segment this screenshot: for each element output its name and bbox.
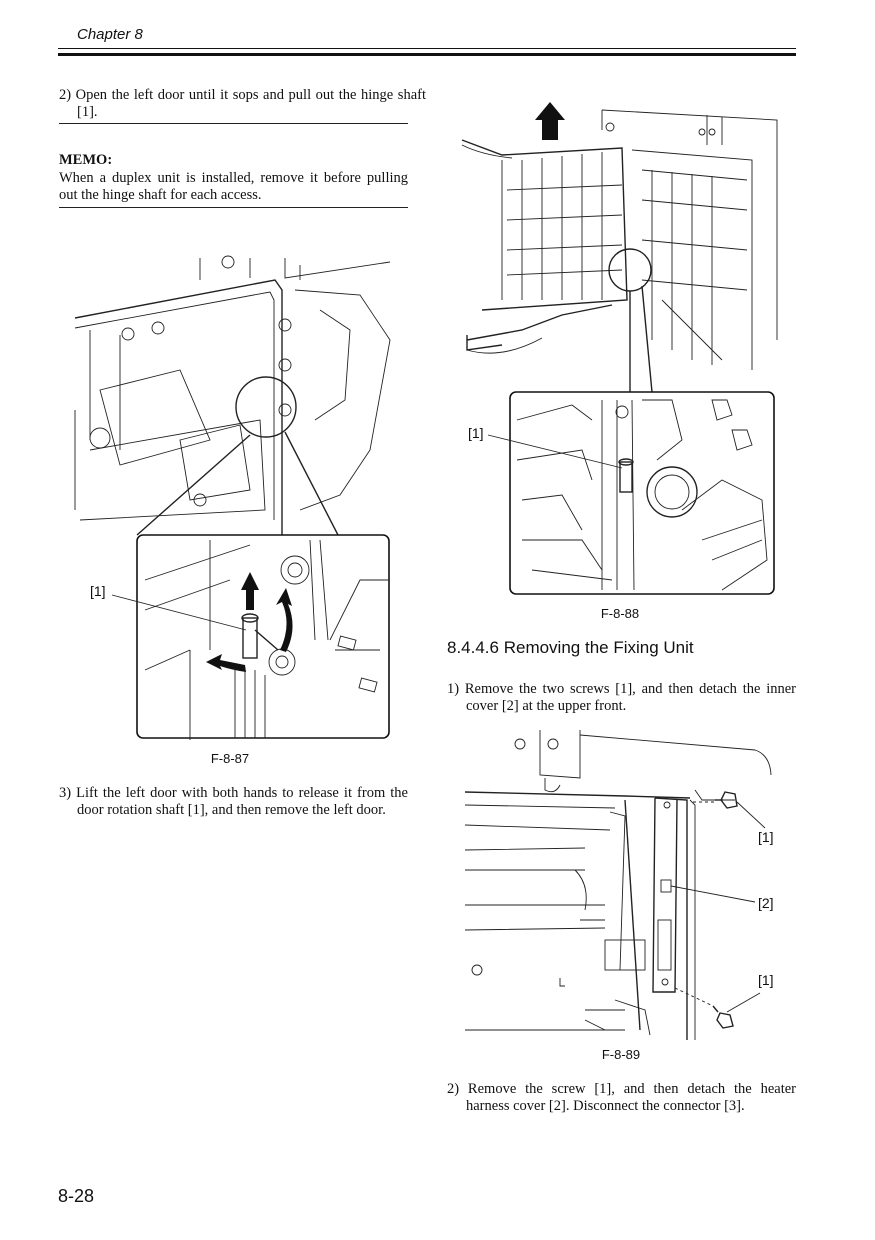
fig88-caption: F-8-88 (600, 606, 640, 621)
header-rule-thick (58, 53, 796, 56)
header-rule-thin (58, 48, 796, 49)
step-2-remove-harness-cover: 2) Remove the screw [1], and then detach… (447, 1081, 796, 1114)
chapter-header: Chapter 8 (77, 26, 143, 43)
step-3-remove-left-door: 3) Lift the left door with both hands to… (59, 785, 408, 818)
fig89-caption: F-8-89 (601, 1047, 641, 1062)
fig87-callout-1: [1] (90, 583, 106, 599)
step-divider (59, 123, 408, 124)
page-number: 8-28 (58, 1186, 95, 1206)
fig89-callout-1a: [1] (758, 829, 774, 845)
fig88-callout-1: [1] (468, 425, 484, 441)
memo-title: MEMO: (59, 152, 113, 168)
memo-text: When a duplex unit is installed, remove … (59, 170, 408, 203)
figure-f-8-88 (461, 102, 778, 595)
memo-divider (59, 207, 408, 208)
fig87-caption: F-8-87 (210, 751, 250, 766)
section-heading-fixing-unit: 8.4.4.6 Removing the Fixing Unit (447, 638, 694, 657)
step-2-open-left-door: 2) Open the left door until it sops and … (59, 87, 426, 120)
fig89-callout-2: [2] (758, 895, 774, 911)
figure-f-8-89 (464, 730, 772, 1040)
fig89-callout-1b: [1] (758, 972, 774, 988)
step-1-remove-inner-cover: 1) Remove the two screws [1], and then d… (447, 681, 796, 714)
figure-f-8-87 (74, 255, 391, 740)
